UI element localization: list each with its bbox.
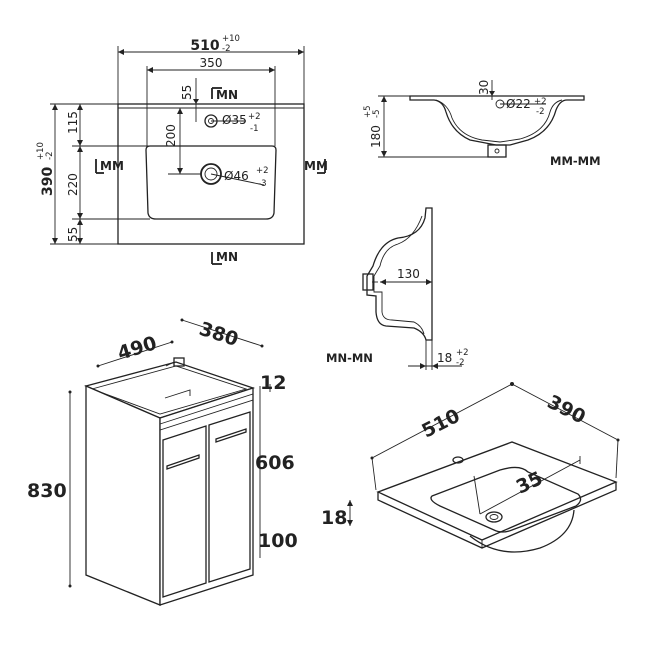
cabinet-side [85,385,161,606]
cabinet-door-right [208,411,251,583]
cabinet-door-height: 606 [255,452,295,474]
basin-depth: 390 [544,391,589,429]
basin-bowl [145,145,277,220]
tap-hole-tol-plus: +2 [248,112,261,122]
dim-seg-mid: 220 [66,173,80,196]
mm-section-outline [409,95,585,146]
overflow-tol-minus: -2 [536,107,544,117]
dim-depth-tol-plus: +10 [36,142,46,160]
cabinet-plinth: 100 [258,530,298,552]
cabinet-top-gap: 12 [260,372,286,394]
cabinet-width: 490 [115,332,159,365]
tap-hole-tol-minus: -1 [250,124,258,134]
cabinet-iso-view: 490 380 12 606 100 830 [27,318,298,606]
basin-top-view: 510 +10 -2 350 55 MN 200 Ø35 +2 -1 Ø46 +… [36,34,328,265]
dim-depth-tol-minus: -2 [45,152,55,160]
section-mn-bottom: MN [216,250,238,264]
dim-thickness: 18 [437,351,452,365]
thick-tol-minus: -2 [456,358,464,368]
section-mm-right: MM [304,159,328,173]
basin-iso-bowl [430,466,582,533]
dim-front-depth: 130 [397,267,420,281]
cabinet-total-height: 830 [27,480,67,502]
tap-hole-dim: Ø35 [222,113,247,127]
cabinet-depth: 380 [196,318,241,351]
section-mn-label: MN-MN [326,351,373,365]
dim-tap-offset: 55 [180,85,194,100]
drain-tol-minus: -3 [258,179,266,189]
dim-height: 180 [369,125,383,148]
section-mn-top: MN [216,88,238,102]
drain-tol-plus: +2 [256,166,269,176]
dim-rim: 30 [477,80,491,95]
section-mm-label: MM-MM [550,154,601,168]
basin-width: 510 [418,405,463,443]
dim-width-total: 510 [190,38,219,54]
mn-section-outline [366,207,433,341]
section-mm-left: MM [100,159,124,173]
dim-seg-bot: 55 [66,227,80,242]
basin-iso-view: 510 390 35 18 [321,382,620,553]
door-handle-left [166,454,200,470]
dim-depth-total: 390 [40,167,56,196]
dim-tap-distance: 200 [164,124,178,147]
section-mn-view: 130 18 +2 -2 MN-MN [326,207,469,370]
thick-tol-plus: +2 [456,348,469,358]
overflow-tol-plus: +2 [534,97,547,107]
dim-width-tol-minus: -2 [222,44,230,54]
cabinet-door-left [162,425,207,598]
dim-width-tol-plus: +10 [222,34,240,44]
dim-height-tol-minus: -5 [372,110,382,118]
basin-outline [117,103,305,245]
dim-width-inner: 350 [200,56,223,70]
overflow-hole-dim: Ø22 [506,97,531,111]
dim-seg-top: 115 [66,111,80,134]
dim-height-tol-plus: +5 [363,105,373,118]
drain-hole-dim: Ø46 [224,169,249,183]
door-handle-right [215,428,247,443]
section-mm-view: Ø22 +2 -2 30 180 +5 -5 MM-MM [363,80,601,168]
basin-thickness: 18 [321,507,347,529]
